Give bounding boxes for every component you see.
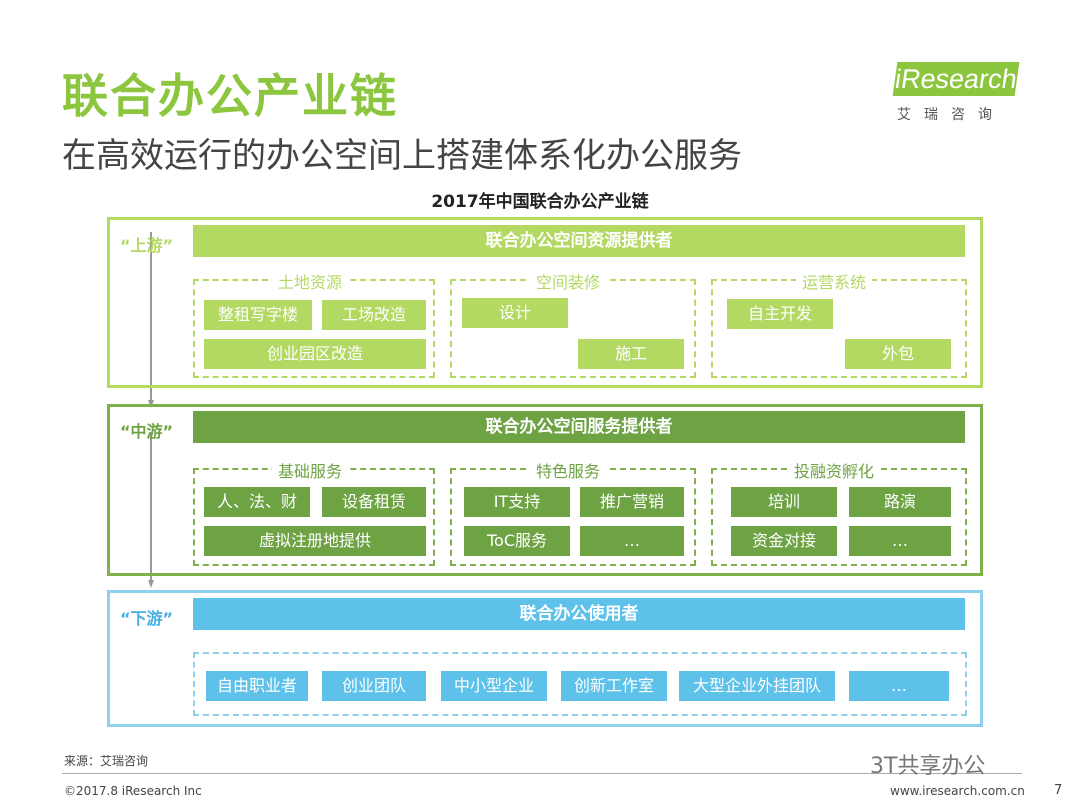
- chip-smes: 中小型企业: [441, 671, 547, 701]
- group-label-investment: 投融资孵化: [788, 458, 881, 482]
- chip-more-users: …: [849, 671, 949, 701]
- chip-startup-teams: 创业团队: [322, 671, 426, 701]
- chip-more-featured: …: [580, 526, 684, 556]
- downstream-header: 联合办公使用者: [193, 598, 965, 630]
- chip-more-investment: …: [849, 526, 951, 556]
- source-note: 来源：艾瑞咨询: [64, 754, 149, 768]
- group-label-featured: 特色服务: [530, 458, 607, 482]
- iresearch-logo: iResearch: [892, 62, 1020, 96]
- chip-hr-legal-finance: 人、法、财: [204, 487, 310, 517]
- midstream-header: 联合办公空间服务提供者: [193, 411, 965, 443]
- chip-design: 设计: [462, 298, 568, 328]
- group-label-basic: 基础服务: [272, 458, 349, 482]
- group-label-operations: 运营系统: [796, 269, 873, 293]
- upstream-tier: [107, 217, 983, 388]
- chip-innovation-studios: 创新工作室: [561, 671, 667, 701]
- midstream-tier: [107, 404, 983, 576]
- footer-divider: [62, 773, 1022, 774]
- page-subtitle: 在高效运行的办公空间上搭建体系化办公服务: [62, 136, 742, 176]
- upstream-header: 联合办公空间资源提供者: [193, 225, 965, 257]
- website-url: www.iresearch.com.cn: [890, 784, 1025, 798]
- chip-large-enterprise-teams: 大型企业外挂团队: [679, 671, 835, 701]
- upstream-tag: “上游”: [120, 236, 174, 255]
- chip-equipment-rental: 设备租赁: [322, 487, 426, 517]
- chip-virtual-registration: 虚拟注册地提供: [204, 526, 426, 556]
- copyright: ©2017.8 iResearch Inc: [64, 784, 202, 798]
- chip-training: 培训: [731, 487, 837, 517]
- chip-park-renovation: 创业园区改造: [204, 339, 426, 369]
- downstream-tag: “下游”: [120, 609, 174, 628]
- group-label-decoration: 空间装修: [530, 269, 607, 293]
- chip-self-develop: 自主开发: [727, 299, 833, 329]
- chip-marketing: 推广营销: [580, 487, 684, 517]
- group-users: [193, 652, 967, 716]
- midstream-tag: “中游”: [120, 422, 174, 441]
- chip-freelancers: 自由职业者: [206, 671, 308, 701]
- chip-whole-office-lease: 整租写字楼: [204, 300, 312, 330]
- downstream-tier: [107, 590, 983, 727]
- chip-toc-services: ToC服务: [464, 526, 570, 556]
- watermark: 3T共享办公: [870, 754, 986, 779]
- chip-outsource: 外包: [845, 339, 951, 369]
- diagram-title: 2017年中国联合办公产业链: [431, 192, 649, 212]
- chip-factory-renovation: 工场改造: [322, 300, 426, 330]
- group-label-land: 土地资源: [272, 269, 349, 293]
- page-title: 联合办公产业链: [62, 69, 398, 123]
- chip-funding-matching: 资金对接: [731, 526, 837, 556]
- chip-construction: 施工: [578, 339, 684, 369]
- chip-roadshow: 路演: [849, 487, 951, 517]
- logo-subtitle: 艾瑞咨询: [897, 107, 1005, 123]
- chip-it-support: IT支持: [464, 487, 570, 517]
- page-number: 7: [1054, 783, 1063, 798]
